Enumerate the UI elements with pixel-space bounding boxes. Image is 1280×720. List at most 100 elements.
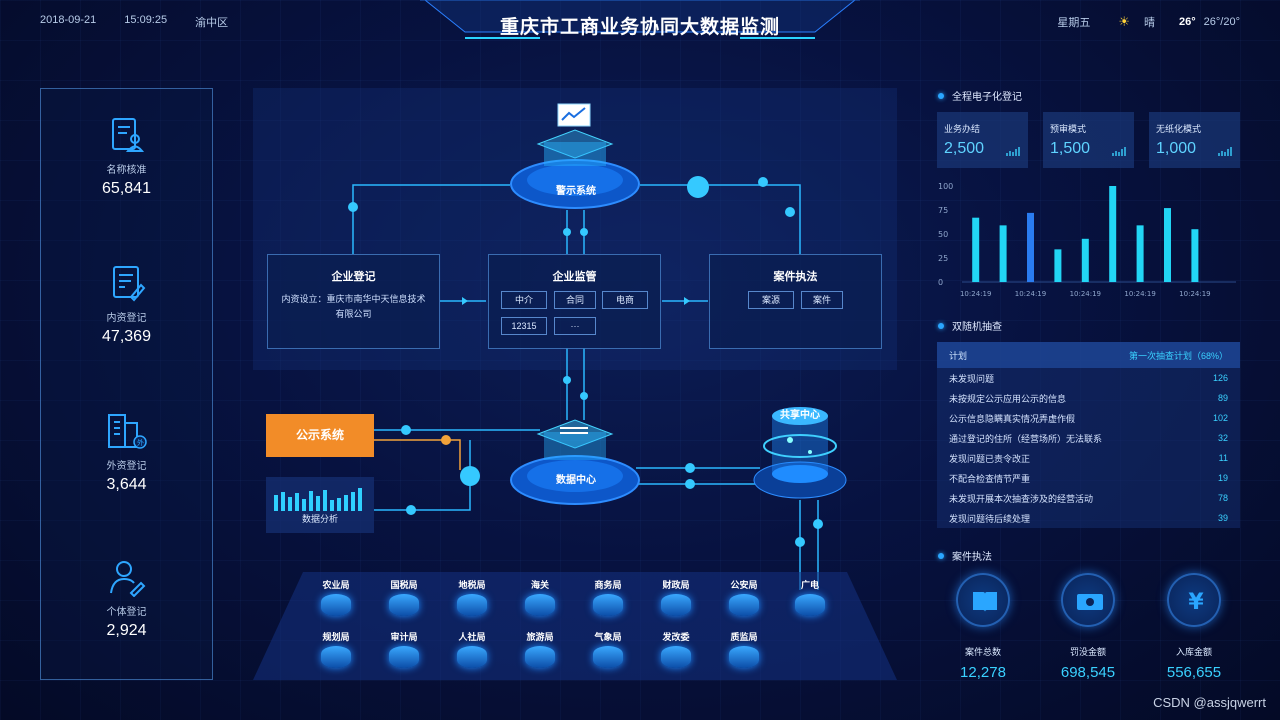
database-icon <box>457 594 487 616</box>
book-icon[interactable] <box>956 573 1010 627</box>
bureau-item[interactable]: 广电 <box>790 578 830 616</box>
data-analysis-box[interactable]: 数据分析 <box>266 477 374 533</box>
chart-bar[interactable] <box>1164 208 1171 282</box>
table-header-right[interactable]: 第一次抽查计划（68%） <box>1128 350 1228 361</box>
bullet-icon <box>938 322 944 329</box>
svg-text:外: 外 <box>137 438 144 447</box>
chart-bar[interactable] <box>999 225 1007 282</box>
card-prereview[interactable]: 预审模式 1,500 <box>1043 112 1134 168</box>
bureau-item[interactable]: 发改委 <box>656 630 696 668</box>
row-item: 未发现问题 <box>949 373 995 384</box>
database-icon <box>593 594 623 616</box>
bureau-item[interactable]: 地税局 <box>452 578 492 616</box>
bureau-label: 气象局 <box>594 632 622 642</box>
header-district[interactable]: 渝中区 <box>195 17 229 29</box>
chart-bar[interactable] <box>1136 225 1144 282</box>
bureau-item[interactable]: 旅游局 <box>520 630 560 668</box>
card-label: 预审模式 <box>1050 124 1087 134</box>
tag-contract[interactable]: 合同 <box>554 291 596 309</box>
database-icon <box>661 646 691 668</box>
fine-amount-value: 698,545 <box>1060 664 1116 681</box>
bureau-item[interactable]: 财政局 <box>656 578 696 616</box>
enterprise-registration-box[interactable]: 企业登记 内资设立：重庆市南华中天信息技术有限公司 <box>267 254 440 349</box>
stat-label: 名称核准 <box>106 165 147 176</box>
bureau-item[interactable]: 人社局 <box>452 630 492 668</box>
x-tick-label: 10:24:19 <box>1070 290 1101 298</box>
database-icon <box>457 646 487 668</box>
stat-value: 2,924 <box>106 622 147 639</box>
bureau-item[interactable]: 质监局 <box>724 630 764 668</box>
stat-value: 65,841 <box>102 180 151 197</box>
card-paperless[interactable]: 无纸化模式 1,000 <box>1149 112 1240 168</box>
sun-icon: ☀ <box>1118 14 1131 29</box>
public-system-box[interactable]: 公示系统 <box>266 414 374 457</box>
chart-bar[interactable] <box>1109 186 1117 282</box>
share-center-node[interactable]: 共享中心 <box>752 402 848 502</box>
enterprise-registration-title: 企业登记 <box>331 271 376 283</box>
bureau-item[interactable]: 气象局 <box>588 630 628 668</box>
bullet-icon <box>938 552 944 559</box>
x-tick-label: 10:24:19 <box>1015 290 1046 298</box>
row-count: 19 <box>1217 473 1228 483</box>
bureau-label: 审计局 <box>390 632 418 642</box>
alert-system-node[interactable]: 警示系统 <box>508 100 644 210</box>
stat-foreign-reg[interactable]: 外 外资登记 3,644 <box>41 411 212 494</box>
money-icon[interactable] <box>1061 573 1115 627</box>
table-row[interactable]: 未按规定公示应用公示的信息 89 <box>937 388 1240 408</box>
chart-bar[interactable] <box>1054 249 1062 282</box>
storage-amount-stat: 入库金额 556,655 <box>1144 645 1244 681</box>
yuan-icon[interactable]: ¥ <box>1167 573 1221 627</box>
tag-intermediary[interactable]: 中介 <box>501 291 547 309</box>
tag-ecommerce[interactable]: 电商 <box>602 291 648 309</box>
chart-bar[interactable] <box>1191 229 1199 282</box>
bureau-item[interactable]: 商务局 <box>588 578 628 616</box>
database-icon <box>389 646 419 668</box>
row-count: 89 <box>1217 393 1228 403</box>
bureau-item[interactable]: 规划局 <box>316 630 356 668</box>
document-person-icon <box>111 118 144 152</box>
bureau-label: 质监局 <box>730 632 758 642</box>
case-enforcement-box[interactable]: 案件执法 <box>709 254 882 349</box>
chart-bar[interactable] <box>972 217 980 282</box>
database-icon <box>321 646 351 668</box>
bureau-item[interactable]: 公安局 <box>724 578 764 616</box>
header-temp: 26° <box>1179 16 1196 28</box>
stat-individual-reg[interactable]: 个体登记 2,924 <box>41 557 212 640</box>
card-business-done[interactable]: 业务办结 2,500 <box>937 112 1028 168</box>
bureau-item[interactable]: 海关 <box>520 578 560 616</box>
data-center-graphic <box>510 419 640 505</box>
bureau-item[interactable]: 国税局 <box>384 578 424 616</box>
bureau-label: 农业局 <box>322 580 350 590</box>
user-edit-icon <box>109 561 145 597</box>
enterprise-supervision-box[interactable]: 企业监管 <box>488 254 661 349</box>
x-tick-label: 10:24:19 <box>1179 290 1210 298</box>
row-count: 32 <box>1217 433 1228 443</box>
data-analysis-label: 数据分析 <box>301 514 338 524</box>
bureau-label: 海关 <box>530 580 549 590</box>
tag-more[interactable]: ··· <box>554 317 596 335</box>
tag-case-source[interactable]: 案源 <box>748 291 794 309</box>
bureau-item[interactable]: 审计局 <box>384 630 424 668</box>
bureau-label: 人社局 <box>458 632 486 642</box>
chart-bar[interactable] <box>1027 212 1034 282</box>
bureau-label: 公安局 <box>730 580 758 590</box>
tag-12315[interactable]: 12315 <box>501 317 547 335</box>
stat-domestic-reg[interactable]: 内资登记 47,369 <box>41 263 212 346</box>
stat-name-approval[interactable]: 名称核准 65,841 <box>41 115 212 198</box>
data-center-node[interactable]: 数据中心 <box>508 410 644 506</box>
case-total-stat: 案件总数 12,278 <box>933 645 1033 681</box>
bureau-item[interactable]: 农业局 <box>316 578 356 616</box>
database-icon <box>795 594 825 616</box>
chart-bar[interactable] <box>1081 238 1089 282</box>
tag-case[interactable]: 案件 <box>801 291 843 309</box>
row-item: 未按规定公示应用公示的信息 <box>949 393 1067 404</box>
